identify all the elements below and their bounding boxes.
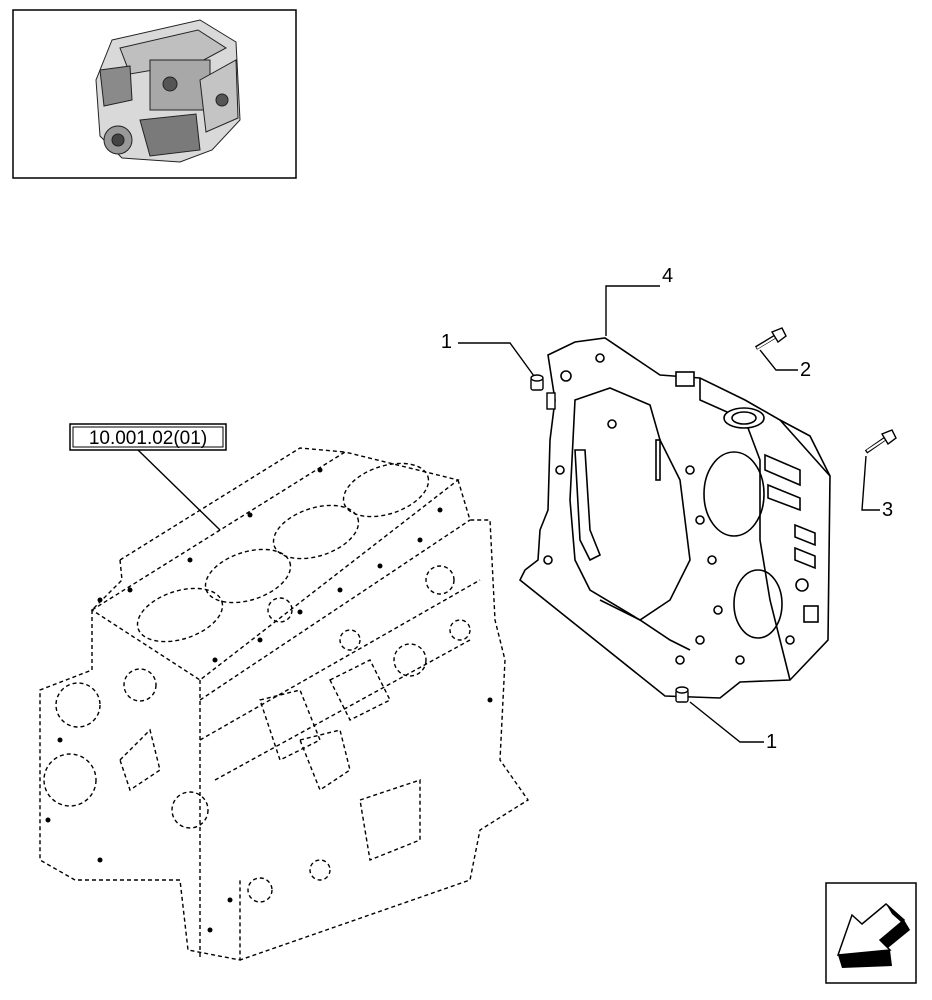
plug-bottom-part bbox=[675, 686, 689, 703]
engine-thumbnail[interactable] bbox=[12, 9, 297, 179]
callout-3: 3 bbox=[882, 499, 893, 521]
reference-box-label: 10.001.02(01) bbox=[89, 428, 207, 449]
screw-short-part bbox=[754, 327, 787, 350]
engine-block-reference bbox=[39, 447, 529, 961]
engine-thumbnail-icon bbox=[95, 19, 241, 163]
callout-1-bottom: 1 bbox=[766, 731, 777, 753]
previous-page-arrow-icon bbox=[836, 903, 910, 968]
gear-housing-part bbox=[518, 337, 831, 699]
leader-lines bbox=[458, 285, 880, 743]
previous-page-button[interactable] bbox=[825, 882, 917, 984]
callout-2: 2 bbox=[800, 359, 811, 381]
callout-1-top: 1 bbox=[441, 331, 452, 353]
screw-long-part bbox=[864, 429, 897, 454]
reference-box[interactable]: 10.001.02(01) bbox=[69, 423, 227, 531]
callout-4: 4 bbox=[662, 265, 673, 287]
plug-top-part bbox=[530, 374, 556, 410]
engine-block-bolt-holes bbox=[45, 467, 493, 933]
